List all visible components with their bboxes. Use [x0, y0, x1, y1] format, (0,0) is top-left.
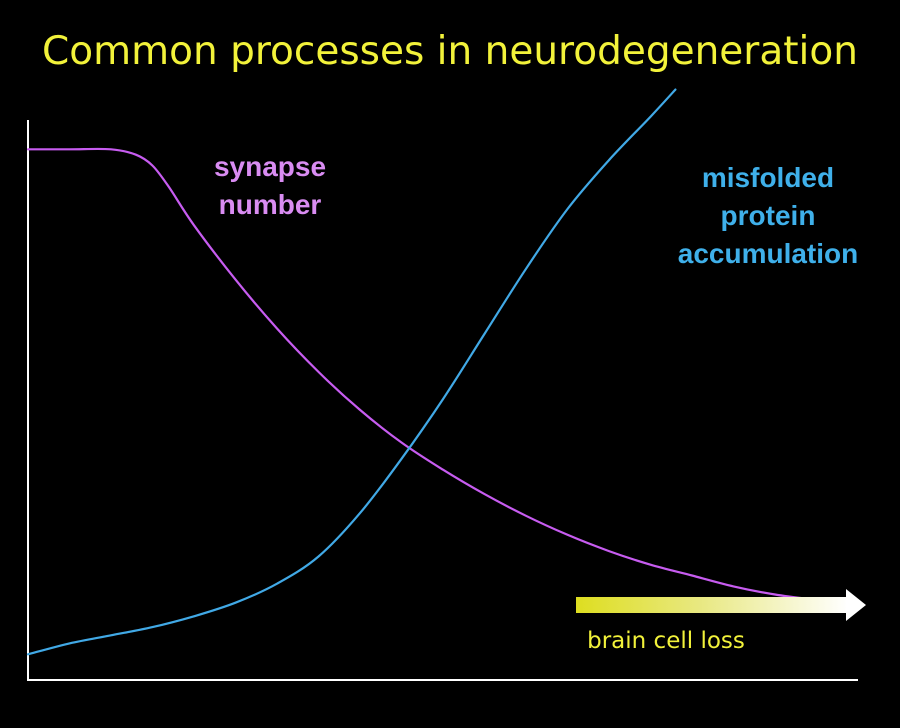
brain-cell-loss-arrow-shaft — [576, 597, 848, 613]
synapse-number-label-line-2: number — [219, 189, 322, 220]
synapse-number-label-line-1: synapse — [214, 151, 326, 182]
chart-labels-layer: synapse number misfolded protein accumulatio… — [214, 151, 858, 269]
misfolded-protein-label-line-1: misfolded — [702, 162, 834, 193]
brain-cell-loss-arrow-group: brain cell loss — [576, 589, 866, 654]
chart-axes — [27, 120, 858, 681]
misfolded-protein-line — [26, 88, 677, 656]
chart-series-layer — [26, 88, 818, 656]
misfolded-protein-label-line-2: protein — [721, 200, 816, 231]
brain-cell-loss-label: brain cell loss — [587, 628, 745, 654]
synapse-number-line — [26, 147, 818, 602]
misfolded-protein-label-line-3: accumulation — [678, 238, 858, 269]
brain-cell-loss-arrow-head — [846, 589, 866, 621]
slide-title: Common processes in neurodegeneration — [42, 29, 858, 74]
